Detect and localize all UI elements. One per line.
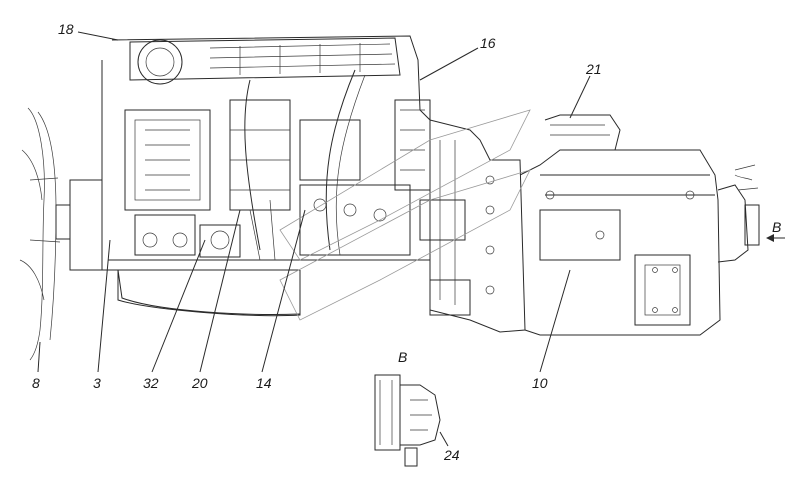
callout-16: 16 <box>480 35 496 51</box>
gearbox <box>519 114 760 336</box>
leader-lines <box>37 31 591 373</box>
callout-8: 8 <box>32 375 40 391</box>
callout-10: 10 <box>532 375 548 391</box>
view-arrow <box>766 234 785 242</box>
callout-20: 20 <box>191 375 208 391</box>
engine-block <box>101 35 431 317</box>
callout-18: 18 <box>58 21 74 37</box>
view-arrow-label: B <box>772 219 781 235</box>
fan <box>19 107 103 361</box>
background-watermark <box>279 109 531 321</box>
callout-21: 21 <box>585 61 602 77</box>
inset-view <box>374 374 449 467</box>
callout-3: 3 <box>93 375 101 391</box>
callout-14: 14 <box>256 375 272 391</box>
callout-32: 32 <box>143 375 159 391</box>
callout-24: 24 <box>443 447 460 463</box>
inset-view-label: B <box>398 349 407 365</box>
clutch-housing <box>419 119 526 333</box>
